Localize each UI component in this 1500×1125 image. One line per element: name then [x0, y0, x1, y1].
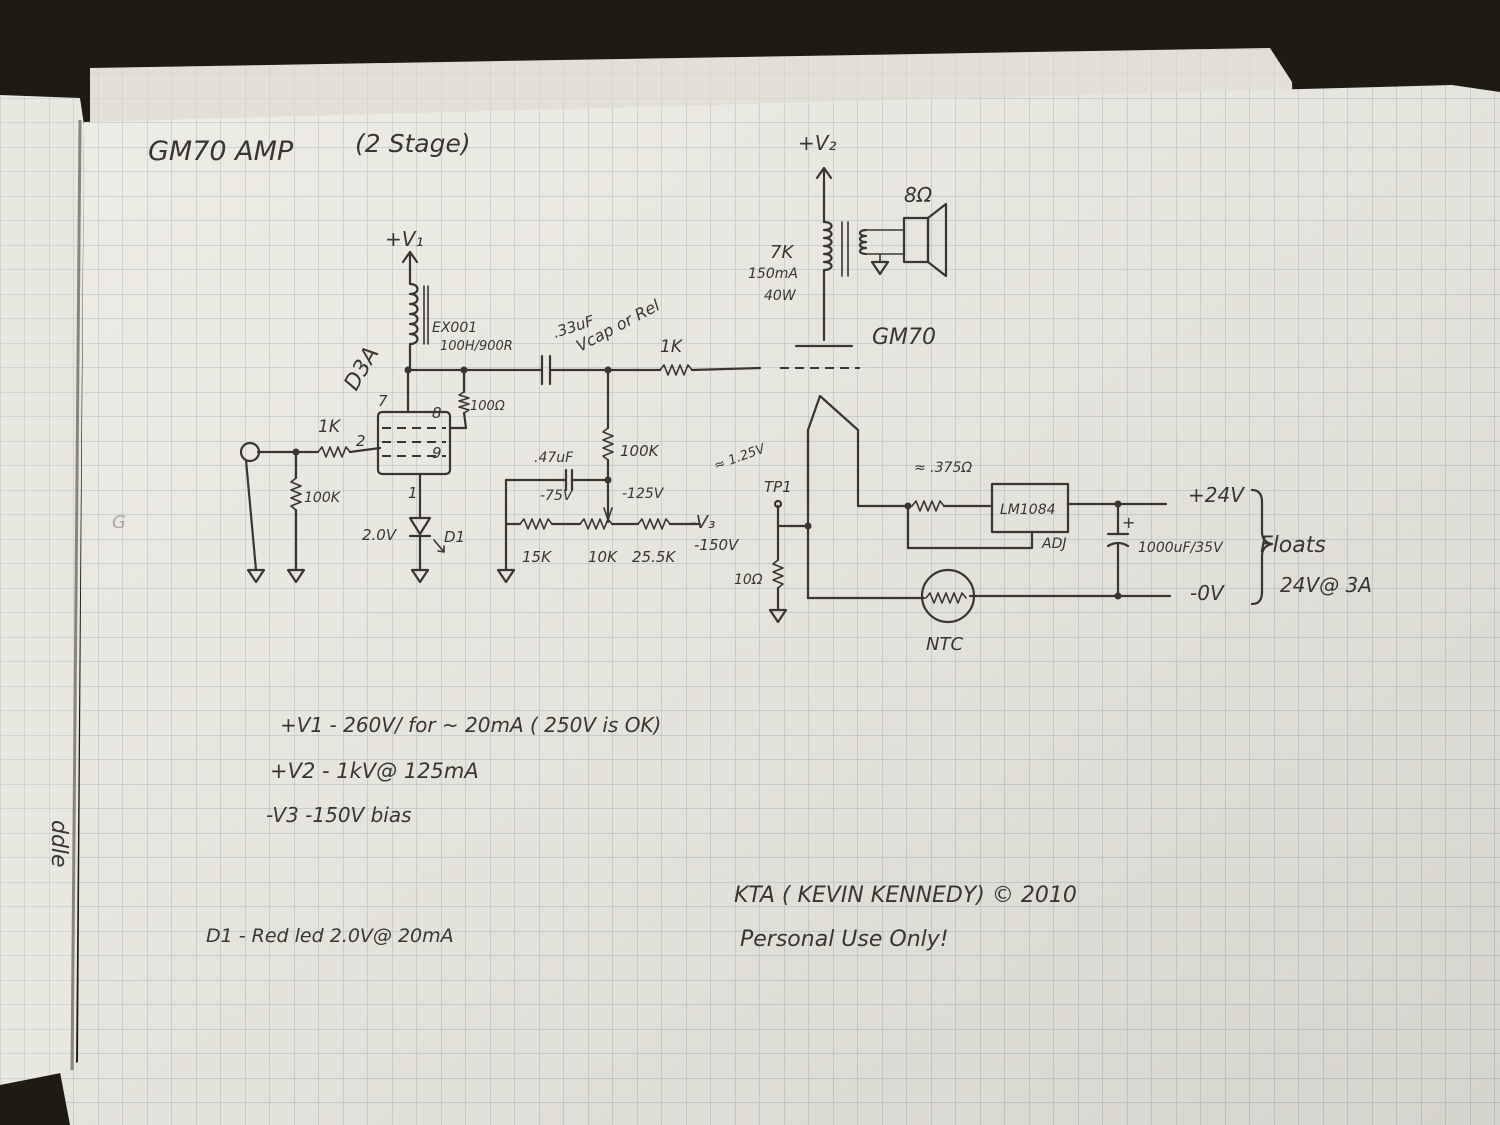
pin-1: 1 — [408, 484, 418, 502]
input-resistor — [290, 477, 302, 511]
jack-ground-wire — [244, 458, 258, 572]
r15k-label: 15K — [522, 548, 552, 566]
ground-symbol — [496, 568, 516, 584]
bias-grid-res-label: 100K — [620, 442, 660, 460]
plus24-label: +24V — [1188, 483, 1245, 507]
bias-cap-label: .47uF — [534, 450, 574, 466]
v3-label: -V₃ — [690, 512, 715, 533]
left-page-marks: ddle — [46, 820, 71, 868]
tp1-label: TP1 — [764, 478, 792, 496]
r15k-resistor — [519, 518, 553, 530]
cap-1000-label: 1000uF/35V — [1138, 540, 1224, 556]
lm1084-regulator — [990, 482, 1070, 534]
ntc-resistor — [925, 592, 967, 604]
diagram-title: GM70 AMP — [148, 136, 294, 167]
g2-resistor — [458, 391, 470, 414]
floats-label: Floats — [1260, 533, 1326, 558]
supply-spec: 24V@ 3A — [1280, 573, 1372, 597]
speaker-cone — [926, 202, 948, 278]
output-transformer-secondary — [858, 228, 868, 256]
floats-brace — [1250, 488, 1274, 606]
v2-label: +V₂ — [798, 131, 836, 155]
note-d1: D1 - Red led 2.0V@ 20mA — [206, 925, 454, 947]
r375-resistor — [911, 500, 945, 512]
left-page-grid — [0, 95, 84, 1085]
gm70-grid-res-label: 1K — [660, 337, 684, 357]
gm70-grid-wire — [690, 366, 762, 372]
d3a-tube — [376, 410, 452, 476]
pin-7: 7 — [378, 392, 388, 410]
adj-label: ADJ — [1041, 536, 1067, 552]
binding-shadow — [70, 119, 82, 1071]
grid-resistor — [317, 446, 351, 458]
minus0-label: -0V — [1190, 581, 1225, 605]
grid-wire — [348, 446, 382, 454]
r-input-label: 100K — [304, 490, 342, 506]
credit-line: KTA ( KEVIN KENNEDY) © 2010 — [734, 883, 1077, 908]
v1-label: +V₁ — [385, 227, 423, 251]
led-voltage-label: 2.0V — [362, 526, 398, 544]
faint-mark: G — [112, 512, 126, 533]
main-page-shade — [60, 85, 1500, 1125]
choke-spec: 100H/900R — [440, 339, 513, 354]
note-v3: -V3 -150V bias — [266, 803, 412, 827]
output-transformer-primary — [822, 220, 833, 342]
sense-res-label: 10Ω — [734, 572, 763, 588]
speaker-impedance: 8Ω — [904, 183, 933, 207]
bias-minus125-label: -125V — [622, 486, 665, 502]
v1-arrow-head — [401, 250, 419, 264]
plate-node — [404, 366, 412, 374]
choke-label: EX001 — [432, 320, 477, 336]
pin-8: 8 — [432, 404, 442, 422]
gm70-grid-resistor — [659, 364, 693, 376]
minus150-label: -150V — [694, 536, 740, 554]
r-100ohm-label: 100Ω — [470, 399, 505, 414]
pot-wiper — [603, 507, 613, 521]
g2-res-wire-2 — [462, 411, 468, 430]
adj-wire — [906, 504, 1034, 550]
ntc-label: NTC — [926, 634, 963, 655]
ground-symbol — [410, 568, 430, 584]
plate-choke — [408, 282, 419, 372]
ot-current: 150mA — [748, 266, 798, 282]
usage-line: Personal Use Only! — [740, 927, 949, 952]
led-arrows — [433, 539, 445, 553]
ground-symbol — [286, 568, 306, 584]
ground-symbol — [246, 568, 266, 584]
ot-impedance: 7K — [770, 242, 794, 263]
pin-2: 2 — [356, 432, 366, 450]
r10k-pot — [579, 518, 613, 530]
r375-label: ≈ .375Ω — [914, 460, 972, 476]
led-d1 — [408, 516, 432, 536]
regulator-label: LM1084 — [1000, 502, 1056, 518]
gm70-label: GM70 — [872, 325, 936, 350]
tp1-node — [804, 522, 812, 530]
r10k-label: 10K — [588, 548, 618, 566]
bias-minus75-label: -75V — [540, 488, 574, 504]
sense-resistor — [772, 559, 784, 589]
note-v2: +V2 - 1kV@ 125mA — [270, 759, 479, 783]
v2-arrow-head — [815, 166, 833, 180]
cap-plus-sign: + — [1122, 513, 1135, 532]
r25k-resistor — [637, 518, 671, 530]
pin-9: 9 — [432, 444, 442, 462]
secondary-wires — [865, 229, 905, 263]
d1-label: D1 — [444, 528, 465, 546]
r-grid-label: 1K — [318, 417, 342, 437]
ot-power: 40W — [764, 288, 797, 304]
r25k-label: 25.5K — [632, 548, 676, 566]
note-v1: +V1 - 260V/ for ~ 20mA ( 250V is OK) — [280, 713, 661, 737]
ground-symbol — [768, 608, 788, 624]
ground-symbol — [870, 260, 890, 276]
bias-grid-resistor — [602, 427, 614, 461]
diagram-subtitle: (2 Stage) — [355, 129, 471, 158]
